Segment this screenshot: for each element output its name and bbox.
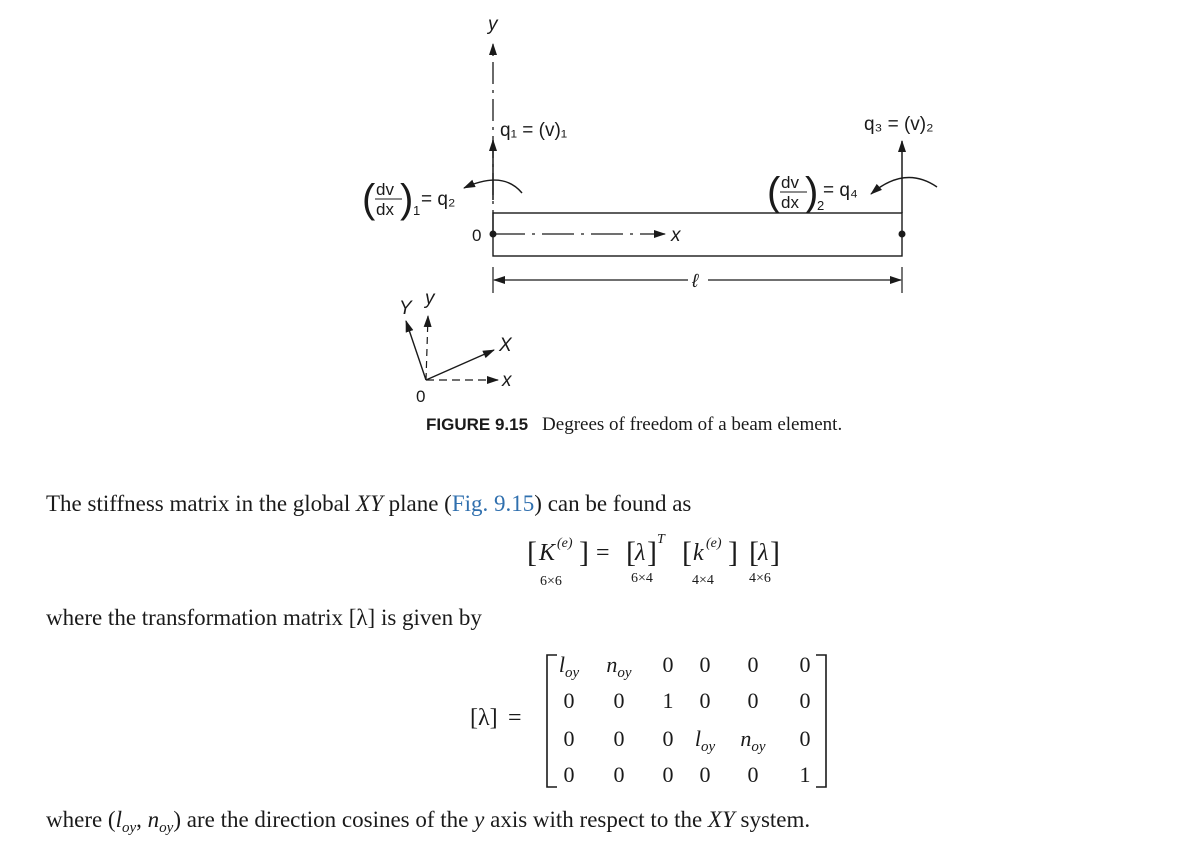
local-y-label: y bbox=[486, 14, 499, 35]
global-Y-axis bbox=[405, 320, 427, 381]
matrix-cell-3-1: 0 bbox=[563, 726, 575, 751]
matrix-cell-1-6: 0 bbox=[799, 652, 811, 677]
global-Y-label: Y bbox=[399, 298, 413, 319]
paragraph-1: The stiffness matrix in the global XY pl… bbox=[46, 491, 692, 516]
q2-rhs: = q₂ bbox=[421, 189, 455, 210]
figure-caption-text: Degrees of freedom of a beam element. bbox=[542, 414, 843, 435]
origin-label: 0 bbox=[472, 226, 481, 245]
q4-paren-l: ( bbox=[767, 170, 781, 214]
matrix-cell-2-5: 0 bbox=[747, 688, 759, 713]
matrix-cell-2-2: 0 bbox=[613, 688, 625, 713]
matrix-cell-1-1: loy bbox=[558, 652, 580, 681]
matrix-cell-4-4: 0 bbox=[699, 762, 711, 787]
q4-paren-r: ) bbox=[805, 170, 818, 214]
q2-rotation-arrow bbox=[463, 179, 523, 194]
figure-label: FIGURE 9.15 bbox=[426, 415, 529, 434]
lambda-equals: = bbox=[508, 705, 522, 731]
matrix-cell-4-6: 1 bbox=[799, 762, 811, 787]
q3-label: q₃ = (v)₂ bbox=[864, 114, 934, 135]
matrix-brackets bbox=[546, 654, 827, 788]
q2-subscript: 1 bbox=[413, 203, 420, 218]
matrix-cell-3-4: loy bbox=[694, 726, 716, 755]
matrix-cell-4-5: 0 bbox=[747, 762, 759, 787]
matrix-cell-1-4: 0 bbox=[699, 652, 711, 677]
matrix-cell-2-1: 0 bbox=[563, 688, 575, 713]
global-X-axis bbox=[425, 349, 495, 381]
q2-paren-r: ) bbox=[400, 177, 413, 221]
matrix-cell-1-5: 0 bbox=[747, 652, 759, 677]
matrix-cell-4-1: 0 bbox=[563, 762, 575, 787]
stiffness-equation: [ K (e) ] = [ λ ] T [ k (e) ] [ λ ] 6×6 … bbox=[527, 532, 780, 589]
figure-reference-link[interactable]: Fig. 9.15 bbox=[451, 491, 535, 516]
matrix-cell-3-6: 0 bbox=[799, 726, 811, 751]
figure-caption: FIGURE 9.15 Degrees of freedom of a beam … bbox=[426, 414, 842, 436]
q4-subscript: 2 bbox=[817, 198, 824, 213]
q2-paren-l: ( bbox=[362, 177, 376, 221]
q4-rotation-arrow bbox=[870, 176, 938, 195]
global-x-label: x bbox=[501, 370, 513, 391]
local-x-label: x bbox=[670, 225, 682, 246]
q4-dv: dv bbox=[781, 173, 799, 192]
q1-label: q₁ = (v)₁ bbox=[500, 120, 567, 141]
matrix-cell-3-5: noy bbox=[740, 726, 766, 755]
global-X-label: X bbox=[498, 335, 513, 356]
matrix-cell-1-3: 0 bbox=[662, 652, 674, 677]
q2-dx: dx bbox=[376, 200, 394, 219]
matrix-cell-2-6: 0 bbox=[799, 688, 811, 713]
paragraph-3: where (loy, noy) are the direction cosin… bbox=[46, 807, 811, 836]
paragraph-2: where the transformation matrix [λ] is g… bbox=[46, 605, 482, 630]
node-2 bbox=[898, 230, 906, 238]
matrix-cell-3-2: 0 bbox=[613, 726, 625, 751]
global-y-label: y bbox=[423, 288, 436, 309]
q4-rhs: = q₄ bbox=[823, 180, 858, 201]
matrix-cell-3-3: 0 bbox=[662, 726, 674, 751]
length-label: ℓ bbox=[691, 271, 699, 292]
matrix-cell-2-3: 1 bbox=[662, 688, 674, 713]
matrix-cell-4-2: 0 bbox=[613, 762, 625, 787]
matrix-cell-2-4: 0 bbox=[699, 688, 711, 713]
q2-dv: dv bbox=[376, 180, 394, 199]
global-origin-label: 0 bbox=[416, 387, 425, 406]
q4-dx: dx bbox=[781, 193, 799, 212]
matrix-cell-4-3: 0 bbox=[662, 762, 674, 787]
matrix-cell-1-2: noy bbox=[606, 652, 632, 681]
global-y-axis-dashed bbox=[423, 315, 432, 381]
lambda-lhs: [λ] bbox=[470, 705, 498, 731]
beam-figure: y q₁ = (v)₁ x 0 ( dv dx ) 1 = q₂ q₃ = (v… bbox=[362, 14, 938, 406]
